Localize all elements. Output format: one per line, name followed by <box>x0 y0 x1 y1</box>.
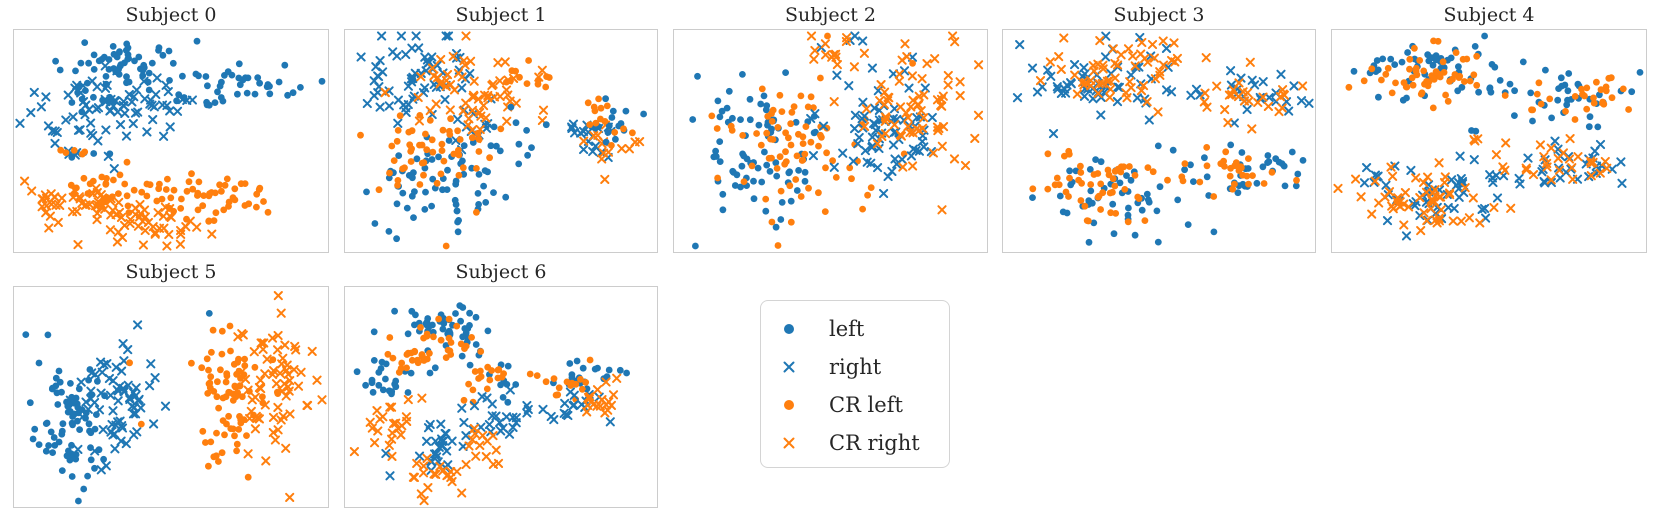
scatter-canvas <box>356 31 647 250</box>
scatter-canvas <box>1333 32 1644 241</box>
legend-item-cr-left: CR left <box>775 386 949 424</box>
legend: left right CR left CR right <box>760 300 950 468</box>
legend-item-right: right <box>775 348 949 386</box>
subplot-subject-3: Subject 3 <box>1002 2 1316 253</box>
plot-area <box>13 286 329 508</box>
subplot-title: Subject 5 <box>125 261 217 283</box>
scatter-canvas <box>689 31 984 250</box>
plot-area <box>1331 29 1647 253</box>
legend-item-label: CR right <box>829 431 920 455</box>
subplot-subject-0: Subject 0 <box>13 2 329 253</box>
subplot-subject-4: Subject 4 <box>1331 2 1647 253</box>
subplot-title: Subject 4 <box>1443 4 1535 26</box>
subplot-subject-5: Subject 5 <box>13 259 329 508</box>
x-marker-icon <box>775 436 803 450</box>
legend-item-label: left <box>829 317 865 341</box>
plot-area <box>673 29 988 253</box>
subplot-title: Subject 1 <box>455 4 547 26</box>
legend-item-label: CR left <box>829 393 903 417</box>
plot-area <box>1002 29 1316 253</box>
legend-item-label: right <box>829 355 882 379</box>
legend-item-cr-right: CR right <box>775 424 949 462</box>
subplot-subject-2: Subject 2 <box>673 2 988 253</box>
subplot-title: Subject 2 <box>785 4 876 26</box>
subplot-title: Subject 3 <box>1113 4 1205 26</box>
plot-area <box>13 29 329 253</box>
plot-area <box>344 286 658 508</box>
circle-marker-icon <box>775 322 803 336</box>
scatter-canvas <box>349 302 630 506</box>
subplot-subject-6: Subject 6 <box>344 259 658 508</box>
subplot-title: Subject 6 <box>455 261 547 283</box>
legend-item-left: left <box>775 310 949 348</box>
subplot-title: Subject 0 <box>125 4 217 26</box>
scatter-canvas <box>1012 31 1314 246</box>
subplot-subject-1: Subject 1 <box>344 2 658 253</box>
scatter-canvas <box>22 291 327 505</box>
scatter-canvas <box>15 37 326 251</box>
circle-marker-icon <box>775 398 803 412</box>
plot-area <box>344 29 658 253</box>
x-marker-icon <box>775 360 803 374</box>
